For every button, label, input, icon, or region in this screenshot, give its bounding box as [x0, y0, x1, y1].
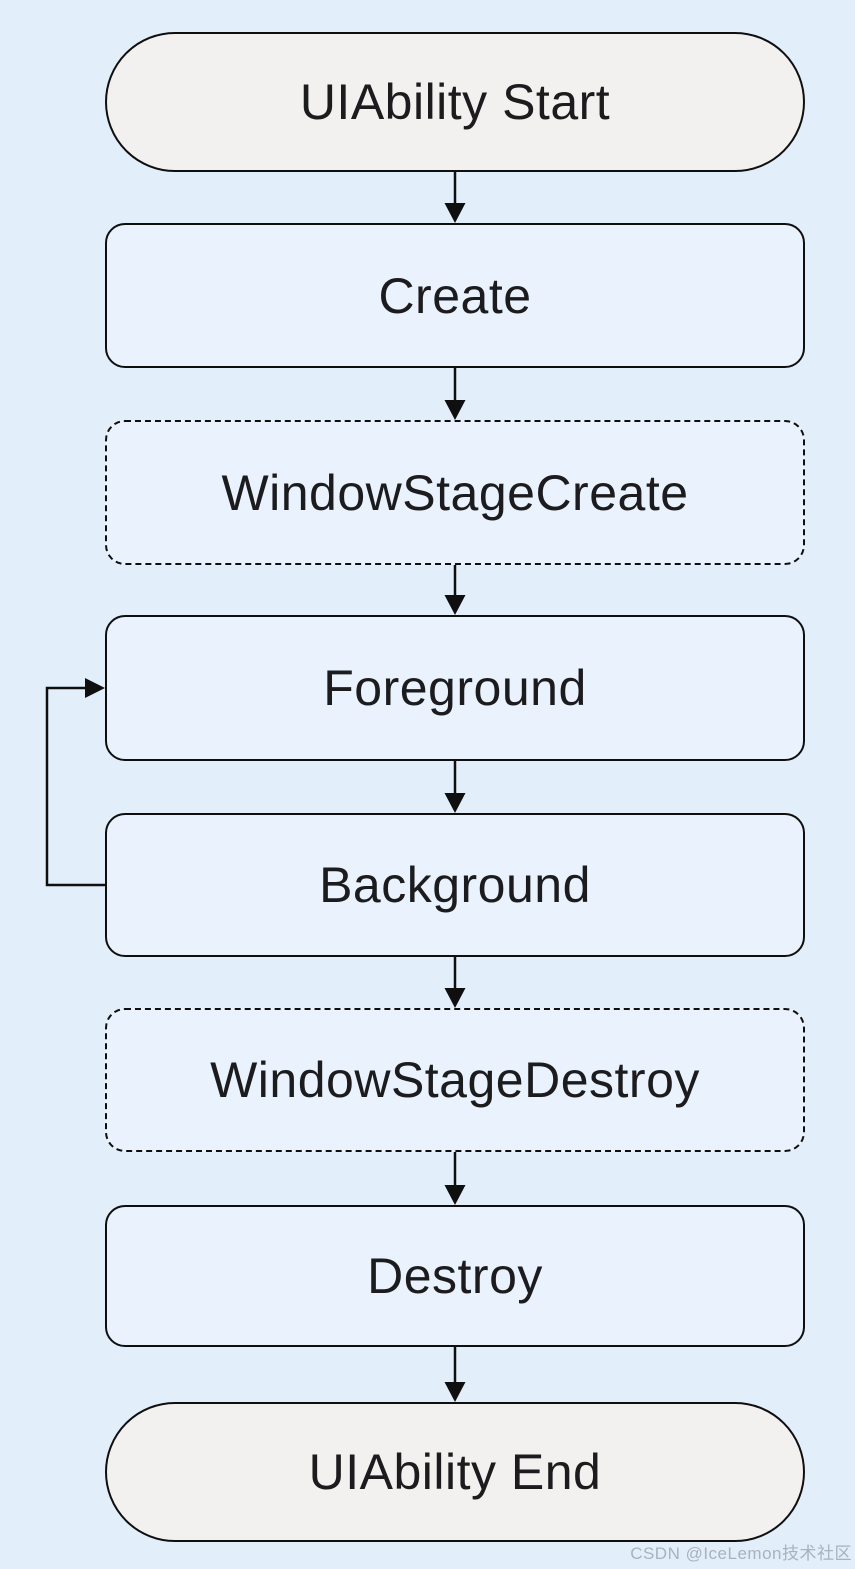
- edge-background-to-foreground-loop: [45, 678, 105, 887]
- csdn-watermark: CSDN @IceLemon技术社区: [630, 1544, 852, 1563]
- node-background: Background: [105, 813, 805, 957]
- node-uiability-end: UIAbility End: [105, 1402, 805, 1542]
- node-destroy: Destroy: [105, 1205, 805, 1347]
- node-uiability-start: UIAbility Start: [105, 32, 805, 172]
- edge-windowstagedestroy-to-destroy: [444, 1152, 466, 1205]
- edge-background-to-windowstagedestroy: [444, 957, 466, 1008]
- edge-windowstagecreate-to-foreground: [444, 565, 466, 615]
- node-foreground: Foreground: [105, 615, 805, 761]
- node-window-stage-destroy: WindowStageDestroy: [105, 1008, 805, 1152]
- edge-destroy-to-end: [444, 1347, 466, 1402]
- edge-start-to-create: [444, 172, 466, 223]
- node-create: Create: [105, 223, 805, 368]
- edge-create-to-windowstagecreate: [444, 368, 466, 420]
- node-window-stage-create: WindowStageCreate: [105, 420, 805, 565]
- edge-foreground-to-background: [444, 761, 466, 813]
